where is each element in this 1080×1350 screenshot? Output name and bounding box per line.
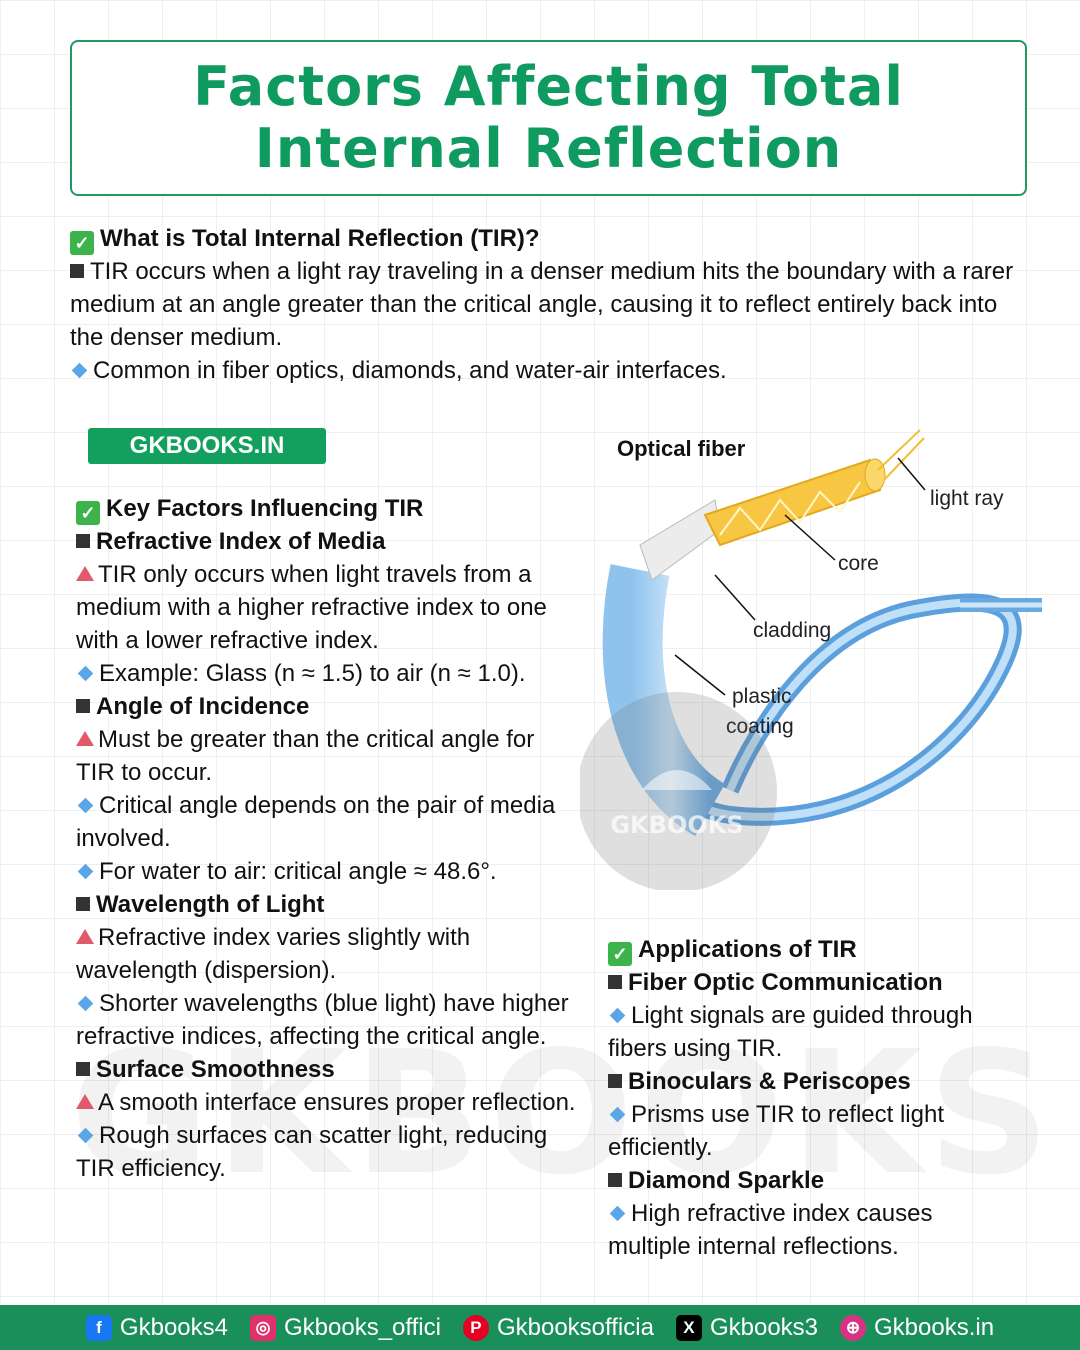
check-icon: ✓: [70, 231, 94, 255]
diamond-bullet-icon: [609, 1205, 626, 1222]
website-badge: GKBOOKS.IN: [88, 428, 326, 464]
intro-text: TIR occurs when a light ray traveling in…: [70, 258, 1014, 351]
factor-title: Angle of Incidence: [96, 693, 310, 720]
logo-icon: [642, 770, 712, 790]
factor-point: Critical angle depends on the pair of me…: [76, 792, 556, 852]
diamond-bullet-icon: [609, 1106, 626, 1123]
diamond-bullet-icon: [77, 1127, 94, 1144]
application-title: Fiber Optic Communication: [628, 969, 943, 996]
factor-point: Rough surfaces can scatter light, reduci…: [76, 1122, 548, 1182]
website-link[interactable]: ⊕ Gkbooks.in: [840, 1314, 994, 1342]
factor-item: Angle of Incidence Must be greater than …: [76, 690, 576, 888]
triangle-bullet-icon: [76, 929, 94, 944]
application-point: Light signals are guided through fibers …: [608, 1002, 973, 1062]
check-icon: ✓: [76, 501, 100, 525]
diamond-bullet-icon: [71, 362, 88, 379]
application-item: Fiber Optic Communication Light signals …: [608, 966, 1008, 1065]
triangle-bullet-icon: [76, 731, 94, 746]
watermark-logo-text: GKBOOKS: [610, 811, 743, 839]
factor-item: Refractive Index of Media TIR only occur…: [76, 525, 576, 690]
triangle-bullet-icon: [76, 566, 94, 581]
core-pointer: [784, 514, 836, 561]
watermark-circle: [580, 692, 777, 890]
application-item: Diamond Sparkle High refractive index ca…: [608, 1164, 1008, 1263]
core-end: [864, 458, 886, 492]
globe-icon: ⊕: [840, 1314, 867, 1341]
application-point: Prisms use TIR to reflect light efficien…: [608, 1101, 944, 1161]
square-bullet-icon: [608, 1074, 622, 1088]
instagram-link[interactable]: ◎ Gkbooks_offici: [249, 1314, 441, 1342]
diamond-bullet-icon: [609, 1007, 626, 1024]
label-light-ray: light ray: [930, 487, 1004, 510]
check-icon: ✓: [608, 942, 632, 966]
square-bullet-icon: [70, 264, 84, 278]
diagram-title: Optical fiber: [617, 436, 746, 461]
application-title: Diamond Sparkle: [628, 1167, 825, 1194]
x-link[interactable]: X Gkbooks3: [675, 1314, 818, 1342]
factor-item: Surface Smoothness A smooth interface en…: [76, 1053, 576, 1185]
facebook-icon: f: [85, 1314, 112, 1341]
factor-main: A smooth interface ensures proper reflec…: [98, 1089, 576, 1116]
application-title: Binoculars & Periscopes: [628, 1068, 911, 1095]
application-item: Binoculars & Periscopes Prisms use TIR t…: [608, 1065, 1008, 1164]
square-bullet-icon: [76, 534, 90, 548]
factor-point: Example: Glass (n ≈ 1.5) to air (n ≈ 1.0…: [99, 660, 526, 687]
social-footer: f Gkbooks4 ◎ Gkbooks_offici P Gkbooksoff…: [0, 1305, 1080, 1350]
light-ray-line: [877, 429, 925, 481]
square-bullet-icon: [608, 975, 622, 989]
label-cladding: cladding: [753, 619, 831, 642]
diamond-bullet-icon: [77, 665, 94, 682]
applications-heading: ✓Applications of TIR: [608, 933, 1008, 966]
diamond-bullet-icon: [77, 995, 94, 1012]
pinterest-link[interactable]: P Gkbooksofficia: [462, 1314, 654, 1342]
label-core: core: [838, 552, 879, 575]
intro-section: ✓What is Total Internal Reflection (TIR)…: [70, 222, 1015, 387]
factor-main: Must be greater than the critical angle …: [76, 726, 535, 786]
factors-heading: ✓Key Factors Influencing TIR: [76, 492, 576, 525]
title-box: Factors Affecting Total Internal Reflect…: [70, 40, 1027, 196]
label-coating: coating: [726, 715, 794, 738]
instagram-icon: ◎: [249, 1314, 276, 1341]
factor-point: Shorter wavelengths (blue light) have hi…: [76, 990, 569, 1050]
diamond-bullet-icon: [77, 797, 94, 814]
factor-point: For water to air: critical angle ≈ 48.6°…: [99, 858, 497, 885]
factor-title: Wavelength of Light: [96, 891, 325, 918]
square-bullet-icon: [76, 897, 90, 911]
cladding-tube: [639, 499, 721, 581]
square-bullet-icon: [76, 1062, 90, 1076]
plastic-pointer: [674, 654, 726, 696]
application-point: High refractive index causes multiple in…: [608, 1200, 933, 1260]
square-bullet-icon: [76, 699, 90, 713]
cladding-pointer: [714, 574, 756, 621]
facebook-link[interactable]: f Gkbooks4: [85, 1314, 228, 1342]
factors-section: ✓Key Factors Influencing TIR Refractive …: [76, 492, 576, 1185]
optical-fiber-diagram: Optical fiber light ray core cladding pl…: [580, 429, 1042, 890]
factor-main: Refractive index varies slightly with wa…: [76, 924, 471, 984]
intro-heading: ✓What is Total Internal Reflection (TIR)…: [70, 222, 1015, 255]
diamond-bullet-icon: [77, 863, 94, 880]
applications-section: ✓Applications of TIR Fiber Optic Communi…: [608, 933, 1008, 1263]
factor-title: Refractive Index of Media: [96, 528, 386, 555]
light-ray-pointer: [897, 457, 926, 491]
label-plastic: plastic: [732, 685, 792, 708]
core-zigzag: [719, 481, 861, 536]
x-icon: X: [675, 1314, 702, 1341]
factor-item: Wavelength of Light Refractive index var…: [76, 888, 576, 1053]
factor-main: TIR only occurs when light travels from …: [76, 561, 547, 654]
intro-note: Common in fiber optics, diamonds, and wa…: [70, 354, 1015, 387]
pinterest-icon: P: [462, 1314, 489, 1341]
triangle-bullet-icon: [76, 1094, 94, 1109]
page-title: Factors Affecting Total Internal Reflect…: [193, 55, 904, 180]
square-bullet-icon: [608, 1173, 622, 1187]
factor-title: Surface Smoothness: [96, 1056, 335, 1083]
core-yellow: [703, 458, 882, 547]
fiber-body: [602, 564, 727, 837]
